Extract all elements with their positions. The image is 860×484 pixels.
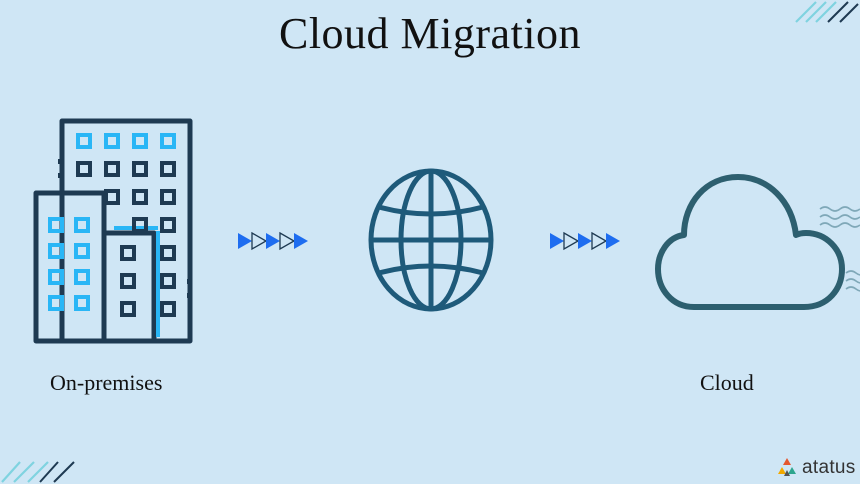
cloud-label: Cloud bbox=[700, 370, 754, 395]
corner-stripes-top-right bbox=[795, 1, 859, 23]
cloud-icon bbox=[655, 174, 860, 310]
office-building-icon bbox=[33, 118, 193, 344]
corner-stripes-bottom-left bbox=[1, 461, 75, 483]
brand-name: atatus bbox=[802, 457, 856, 478]
on-premises-label: On-premises bbox=[50, 370, 163, 395]
globe-icon bbox=[368, 168, 494, 312]
arrow-right-icon bbox=[238, 231, 308, 251]
atatus-logo-icon bbox=[778, 458, 796, 476]
page-title: Cloud Migration bbox=[278, 9, 582, 58]
arrow-right-icon bbox=[550, 231, 620, 251]
brand-logo: atatus bbox=[776, 454, 856, 482]
